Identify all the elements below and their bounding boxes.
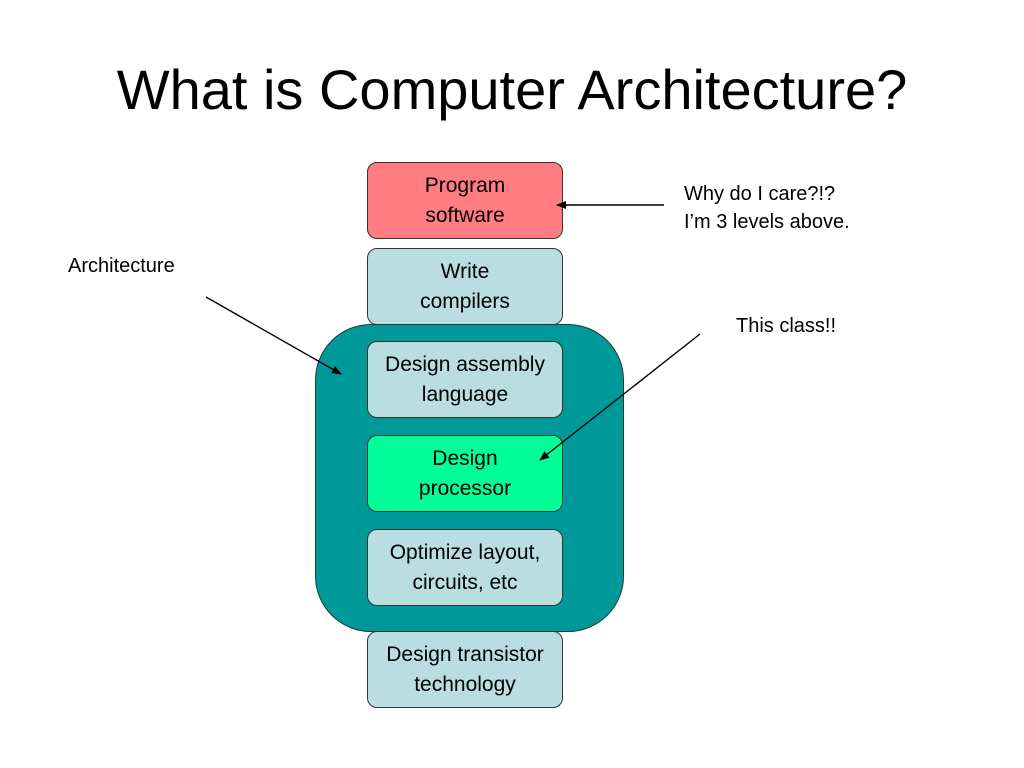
optimize-layout-label: Optimize layout, circuits, etc bbox=[389, 540, 541, 594]
design-transistor-box: Design transistor technology bbox=[367, 631, 563, 708]
this-class-arrow bbox=[539, 333, 701, 461]
optimize-layout-box: Optimize layout, circuits, etc bbox=[367, 529, 563, 606]
slide-title: What is Computer Architecture? bbox=[116, 58, 908, 121]
design-assembly-box: Design assembly language bbox=[367, 341, 563, 418]
architecture-arrow bbox=[205, 296, 342, 375]
this-class-annotation: This class!! bbox=[736, 315, 837, 337]
why-care-annotation: Why do I care?!? I’m 3 levels above. bbox=[684, 183, 850, 233]
design-transistor-label: Design transistor technology bbox=[386, 642, 544, 696]
design-assembly-label: Design assembly language bbox=[385, 352, 545, 406]
write-compilers-box: Write compilers bbox=[367, 248, 563, 325]
architecture-annotation: Architecture bbox=[68, 255, 175, 277]
program-software-box: Program software bbox=[367, 162, 563, 239]
write-compilers-label: Write compilers bbox=[420, 259, 510, 313]
program-software-label: Program software bbox=[424, 173, 506, 227]
design-processor-label: Design processor bbox=[418, 446, 512, 500]
design-processor-box: Design processor bbox=[367, 435, 563, 512]
